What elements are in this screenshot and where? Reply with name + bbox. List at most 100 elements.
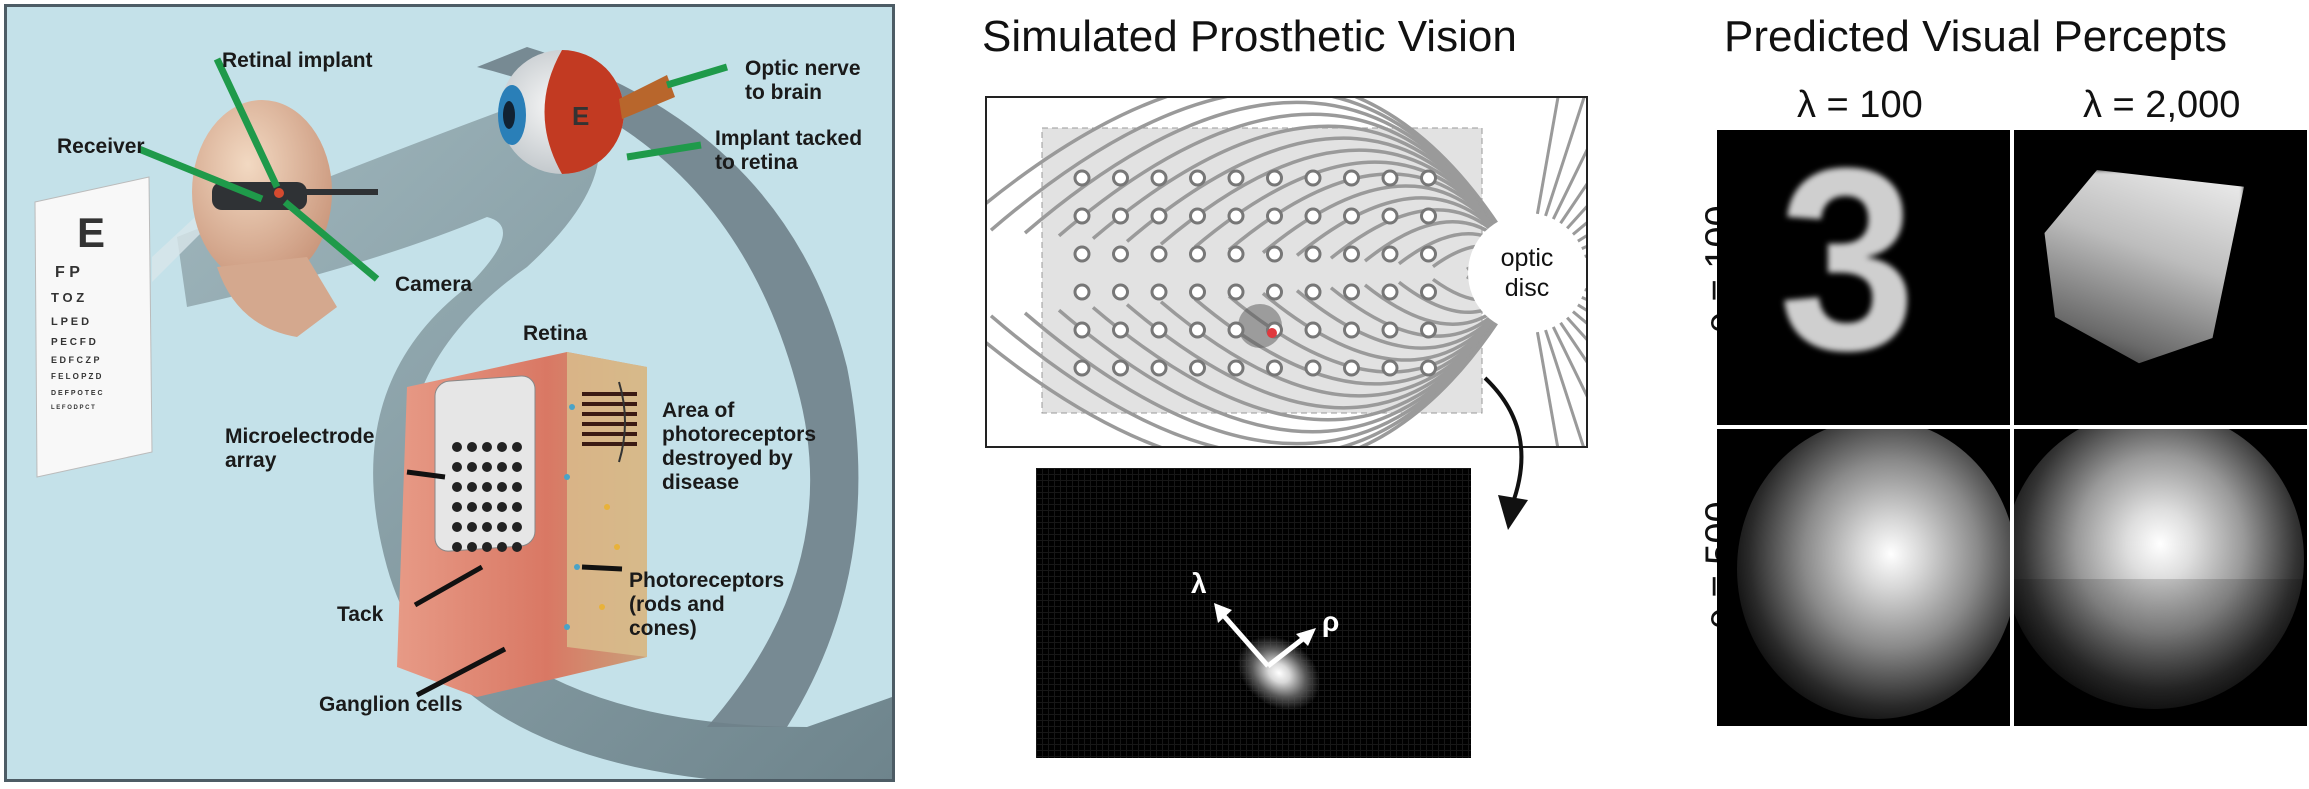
electrode <box>1073 169 1091 187</box>
electrode <box>1227 283 1245 301</box>
electrode <box>1381 359 1399 377</box>
black-pointers <box>406 469 623 698</box>
label-photoreceptors: Photoreceptors (rods and cones) <box>629 569 785 640</box>
electrode <box>1112 359 1129 377</box>
electrode <box>1420 359 1437 377</box>
curved-arrow <box>1483 376 1528 530</box>
green-pointers <box>137 57 729 282</box>
label-microelectrode-array: Microelectrode array <box>225 425 375 472</box>
label-ganglion-cells: Ganglion cells <box>319 693 463 716</box>
percept-rho100-lambda2000 <box>2014 130 2307 425</box>
axon-map-svg <box>987 98 1587 446</box>
electrode <box>1112 283 1129 301</box>
electrode <box>1266 207 1283 225</box>
stimulation-field: λ ρ <box>1036 468 1471 758</box>
retina-map: optic disc <box>985 96 1588 448</box>
electrode <box>1073 283 1091 301</box>
radial-fiber <box>1586 242 1587 264</box>
svg-text:P E C F D: P E C F D <box>51 337 96 348</box>
label-implant-tacked: Implant tacked to retina <box>715 127 863 174</box>
eyeball-cross-section: E <box>498 50 675 174</box>
electrode <box>1420 245 1437 263</box>
lambda-label: λ <box>1191 568 1207 599</box>
electrode <box>1343 207 1360 225</box>
label-retina: Retina <box>523 322 588 345</box>
electrode <box>1266 359 1283 377</box>
label-retinal-implant: Retinal implant <box>222 49 373 72</box>
middle-panel-title: Simulated Prosthetic Vision <box>982 12 1517 61</box>
electrode <box>1112 207 1129 225</box>
electrode <box>1381 283 1399 301</box>
radial-fiber <box>1566 316 1586 341</box>
electrode <box>1343 283 1360 301</box>
radial-fiber <box>1584 254 1586 258</box>
electrode <box>1304 359 1322 377</box>
electrode <box>1189 321 1206 339</box>
electrode <box>1381 169 1399 187</box>
label-optic-nerve: Optic nerve to brain <box>745 57 861 104</box>
electrode <box>1112 169 1129 187</box>
electrode <box>1266 169 1283 187</box>
svg-text:L P E D: L P E D <box>51 316 89 328</box>
active-electrode <box>1267 328 1277 338</box>
electrode <box>1150 359 1168 377</box>
rho-label: ρ <box>1322 606 1340 637</box>
electrode <box>1420 283 1437 301</box>
electrode <box>1073 207 1091 225</box>
electrode <box>1150 321 1168 339</box>
eye-chart: E F P T O Z L P E D P E C F D E D F C Z … <box>34 176 153 478</box>
label-receiver: Receiver <box>57 135 145 158</box>
electrode <box>1381 207 1399 225</box>
label-camera: Camera <box>395 273 473 296</box>
radial-fiber <box>1551 148 1586 220</box>
electrode <box>1112 245 1129 263</box>
radial-fiber <box>1551 326 1586 398</box>
percept-rho100-lambda100: 3 <box>1717 130 2010 425</box>
svg-text:F E L O P Z D: F E L O P Z D <box>51 372 102 381</box>
svg-text:E: E <box>77 209 105 256</box>
electrode <box>1073 245 1091 263</box>
electrode <box>1343 321 1360 339</box>
electrode <box>1073 359 1091 377</box>
electrode <box>1189 359 1206 377</box>
illustration-artwork: E F P T O Z L P E D P E C F D E D F C Z … <box>34 47 892 779</box>
electrode <box>1343 169 1360 187</box>
radial-fiber <box>1586 281 1587 303</box>
electrode <box>1073 321 1091 339</box>
electrode <box>1112 321 1129 339</box>
radial-fiber <box>1559 182 1586 225</box>
electrode <box>1150 245 1168 263</box>
electrode <box>1304 283 1322 301</box>
electrode <box>1381 245 1399 263</box>
electrode <box>1420 169 1437 187</box>
radial-fiber <box>1535 331 1560 446</box>
svg-text:E: E <box>572 101 589 131</box>
electrode <box>1420 321 1437 339</box>
electrode <box>1189 207 1206 225</box>
percept-rho500-lambda100 <box>1717 429 2010 726</box>
electrode <box>1343 359 1360 377</box>
electrode <box>1266 283 1283 301</box>
optic-disc-label: optic disc <box>1500 244 1554 302</box>
electrode <box>1189 169 1206 187</box>
electrode <box>1304 169 1322 187</box>
electrode <box>1381 321 1399 339</box>
optic-disc: optic disc <box>1468 214 1586 332</box>
electrode <box>1227 207 1245 225</box>
electrode <box>1227 321 1245 339</box>
col-label-lambda-100: λ = 100 <box>1797 84 1923 126</box>
label-area-photoreceptors: Area of photoreceptors destroyed by dise… <box>662 399 817 494</box>
radial-fiber <box>1566 205 1586 230</box>
col-label-lambda-2000: λ = 2,000 <box>2083 84 2241 126</box>
right-panel-title: Predicted Visual Percepts <box>1724 12 2228 61</box>
radial-fiber <box>1584 288 1586 292</box>
electrode <box>1227 169 1245 187</box>
digit-percept: 3 <box>1778 130 1916 405</box>
svg-text:E D F C Z P: E D F C Z P <box>51 355 100 365</box>
electrode <box>1150 207 1168 225</box>
axis-arrows <box>1214 603 1316 668</box>
electrode <box>1150 169 1168 187</box>
axon-bundle <box>987 98 1529 446</box>
electrode <box>1189 283 1206 301</box>
electrode <box>1304 207 1322 225</box>
